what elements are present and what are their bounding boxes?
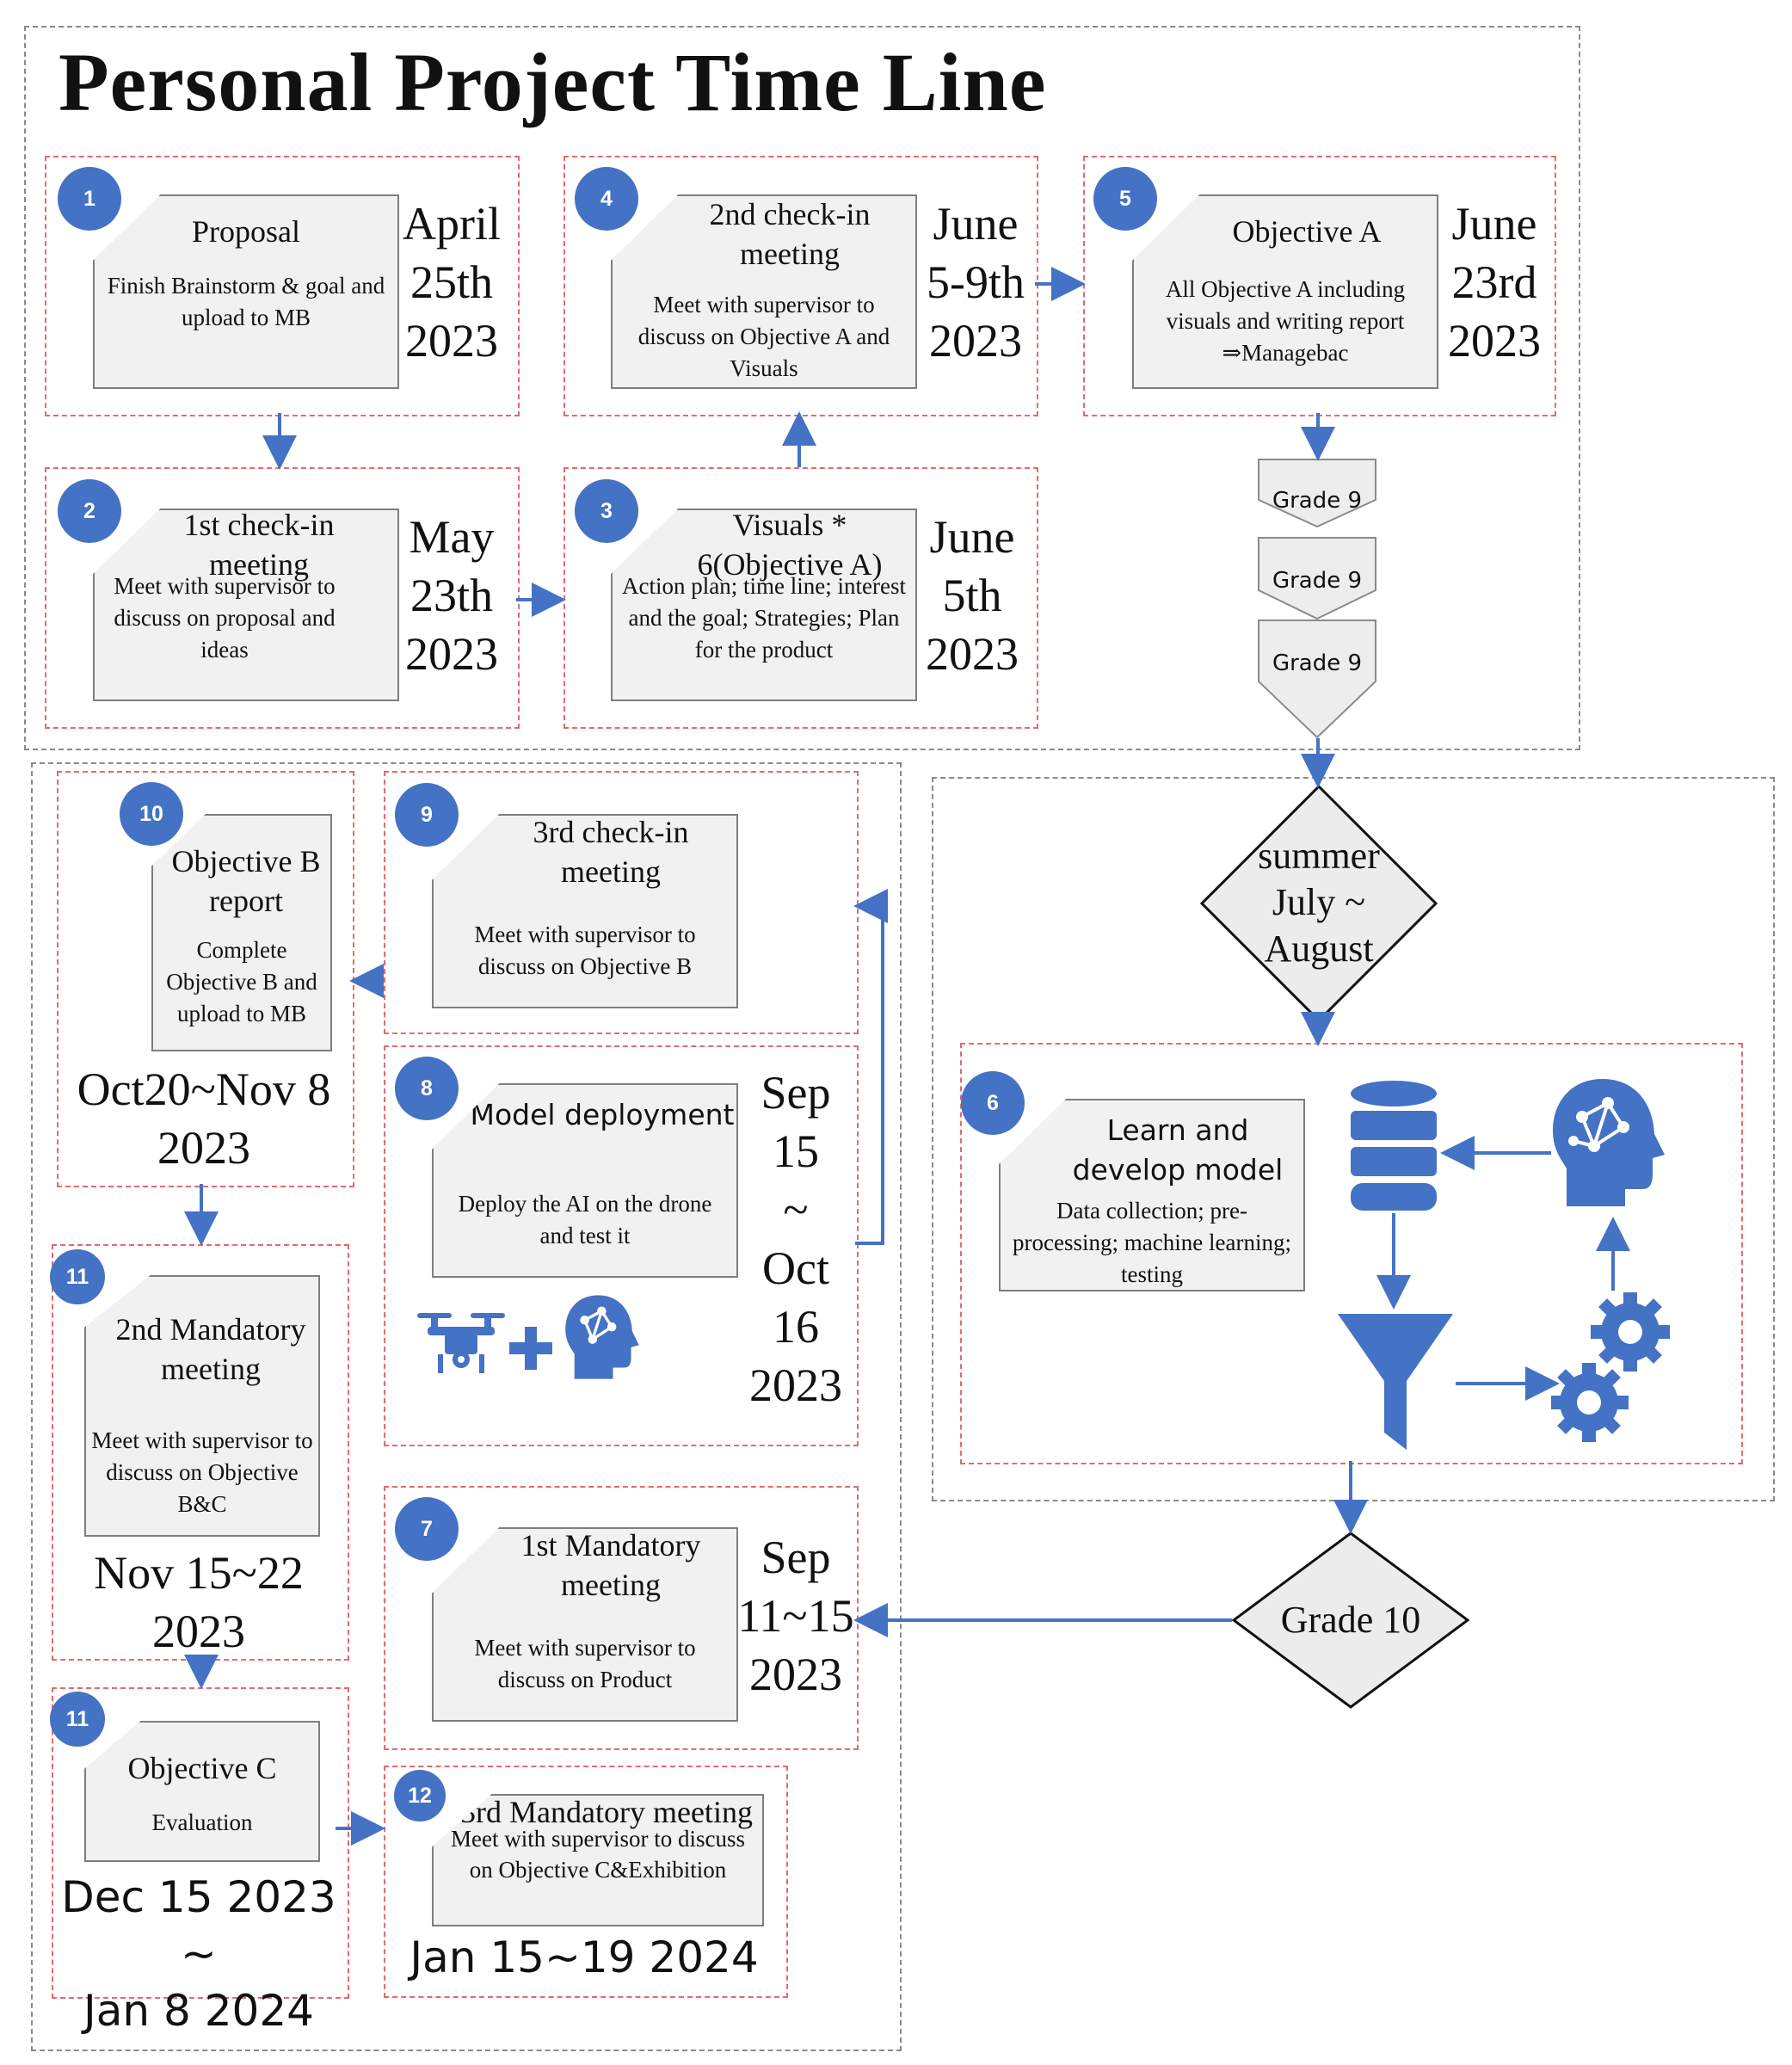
step-3-title: Visuals * 6(Objective A) xyxy=(697,508,883,582)
ai-head-icon-small xyxy=(565,1295,639,1379)
step-11b-card: Objective C Evaluation xyxy=(84,1721,320,1862)
step-4-card: 2nd check-in meeting Meet with superviso… xyxy=(611,194,917,389)
step-1-badge: 1 xyxy=(58,167,121,231)
grade9-group xyxy=(24,26,1580,750)
step-6-title: Learn and develop model xyxy=(1072,1113,1284,1187)
step-9-card: 3rd check-in meeting Meet with superviso… xyxy=(432,814,738,1008)
step-8-title: Model deployment xyxy=(470,1098,735,1131)
step-5-badge: 5 xyxy=(1093,167,1157,231)
grade10-diamond: Grade 10 xyxy=(1232,1532,1469,1709)
step-11a-title: 2nd Mandatory meeting xyxy=(115,1312,306,1386)
grade9-label-2: Grade 9 xyxy=(1272,568,1363,594)
step-10-card: Objective B report Complete Objective B … xyxy=(151,814,332,1051)
step-2-body: Meet with supervisor to discuss on propo… xyxy=(114,573,336,663)
step-7-badge: 7 xyxy=(395,1497,459,1561)
step-2-date: May 23th 2023 xyxy=(405,511,498,680)
step-12-badge: 12 xyxy=(394,1770,446,1822)
step-11b-title: Objective C xyxy=(127,1751,277,1785)
step-2-badge: 2 xyxy=(58,479,121,543)
step-8-badge: 8 xyxy=(395,1057,459,1120)
step-7-date: Sep 11~15 2023 xyxy=(737,1532,854,1700)
step-1-card: Proposal Finish Brainstorm & goal and up… xyxy=(93,194,399,389)
step-3-date: June 5th 2023 xyxy=(926,511,1019,680)
step-4-title: 2nd check-in meeting xyxy=(709,197,871,271)
grade9-label-3: Grade 9 xyxy=(1272,650,1363,676)
step-9-body: Meet with supervisor to discuss on Objec… xyxy=(474,922,696,979)
step-7-title: 1st Mandatory meeting xyxy=(520,1528,701,1602)
step-11a-card: 2nd Mandatory meeting Meet with supervis… xyxy=(84,1275,320,1537)
step-5-body: All Objective A including visuals and wr… xyxy=(1165,276,1406,366)
step-7-body: Meet with supervisor to discuss on Produ… xyxy=(474,1635,696,1692)
step-8-date: Sep 15 ~ Oct 16 2023 xyxy=(749,1067,842,1411)
grade9-marker-3: Grade 9 xyxy=(1258,620,1376,738)
step-6-card: Learn and develop model Data collection;… xyxy=(999,1099,1305,1291)
summer-label: summer July ~ August xyxy=(1258,835,1380,970)
step-3-badge: 3 xyxy=(575,479,638,543)
step-3-card: Visuals * 6(Objective A) Action plan; ti… xyxy=(611,509,917,701)
grade9-marker-1: Grade 9 xyxy=(1258,459,1376,527)
step-6-badge: 6 xyxy=(961,1071,1025,1135)
step-1-body: Finish Brainstorm & goal and upload to M… xyxy=(107,273,385,330)
step-10-body: Complete Objective B and upload to MB xyxy=(166,937,317,1026)
step-11a-date: Nov 15~22 2023 xyxy=(94,1547,304,1657)
step-7-card: 1st Mandatory meeting Meet with supervis… xyxy=(432,1527,738,1722)
step-8 xyxy=(384,1045,859,1446)
grade9-marker-2: Grade 9 xyxy=(1258,537,1376,620)
step-10-badge: 10 xyxy=(120,782,183,846)
database-icon xyxy=(1351,1081,1437,1211)
step-8-card: Model deployment Deploy the AI on the dr… xyxy=(432,1083,738,1278)
step-10-date: Oct20~Nov 8 2023 xyxy=(77,1063,331,1174)
page-title: Personal Project Time Line xyxy=(59,36,1047,128)
step-2-title: 1st check-in meeting xyxy=(183,508,335,582)
step-4-badge: 4 xyxy=(575,167,638,231)
step-4-body: Meet with supervisor to discuss on Objec… xyxy=(637,292,890,381)
step-11b-date: Dec 15 2023 ~ Jan 8 2024 xyxy=(61,1872,336,2036)
step-9-badge: 9 xyxy=(395,783,459,847)
drone-icon xyxy=(417,1313,505,1373)
step-11a-badge: 11 xyxy=(50,1249,105,1304)
grade9-label-1: Grade 9 xyxy=(1272,488,1363,514)
step-5-title: Objective A xyxy=(1232,214,1382,249)
ai-head-icon xyxy=(1553,1079,1665,1206)
step-12-card: 3rd Mandatory meeting Meet with supervis… xyxy=(432,1794,764,1926)
grade10-label: Grade 10 xyxy=(1280,1599,1421,1641)
step-11b-badge: 11 xyxy=(50,1692,105,1747)
step-12-body: Meet with supervisor to discuss on Objec… xyxy=(451,1826,745,1883)
step-4-date: June 5-9th 2023 xyxy=(927,198,1025,367)
step-3-body: Action plan; time line; interest and the… xyxy=(622,573,906,663)
step-6-body: Data collection; pre-processing; machine… xyxy=(1013,1198,1291,1287)
step-11b-body: Evaluation xyxy=(151,1809,253,1835)
step-12 xyxy=(384,1766,788,1998)
step-1 xyxy=(45,156,520,416)
summer-diamond: summer July ~ August xyxy=(1200,785,1438,1022)
step-12-date: Jan 15~19 2024 xyxy=(410,1932,759,1982)
step-1-date: April 25th 2023 xyxy=(403,198,501,367)
plus-icon xyxy=(509,1327,552,1370)
funnel-icon xyxy=(1338,1314,1453,1450)
arrow-8-to-9 xyxy=(853,889,888,1245)
step-5-date: June 23rd 2023 xyxy=(1448,198,1541,367)
grade10-left-group xyxy=(31,762,902,2051)
step-10-title: Objective B report xyxy=(171,844,321,918)
step-11a-body: Meet with supervisor to discuss on Objec… xyxy=(91,1427,313,1517)
step-5-card: Objective A All Objective A including vi… xyxy=(1132,194,1438,389)
step-9-title: 3rd check-in meeting xyxy=(533,815,689,889)
step-8-body: Deploy the AI on the drone and test it xyxy=(458,1191,712,1248)
step-12-title: 3rd Mandatory meeting xyxy=(460,1795,753,1829)
step-1-title: Proposal xyxy=(192,214,300,249)
step-2-card: 1st check-in meeting Meet with superviso… xyxy=(93,509,399,701)
gears-icon xyxy=(1551,1292,1670,1442)
